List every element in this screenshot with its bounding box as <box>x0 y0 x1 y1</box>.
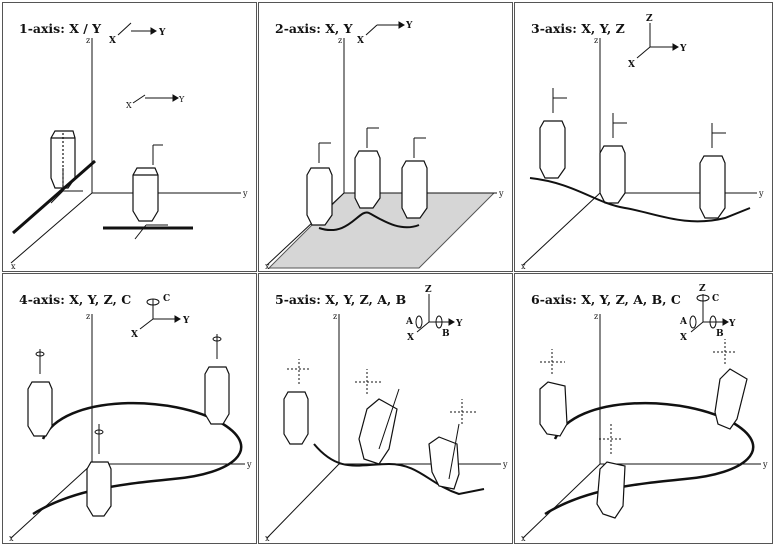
triad-label-x: X <box>628 60 635 70</box>
axis-label-z: z <box>338 36 342 45</box>
panel-4-axis: 4-axis: X, Y, Z, C z y x C Y X <box>2 273 257 544</box>
svg-text:x: x <box>521 534 526 543</box>
panel-1-drawing: z y x X Y X Y <box>10 22 248 271</box>
triad-label-y: Y <box>158 28 166 38</box>
svg-text:z: z <box>333 312 337 321</box>
svg-text:x: x <box>521 262 526 271</box>
panel-title: 6-axis: X, Y, Z, A, B, C <box>531 292 681 307</box>
panel-6-axis: 6-axis: X, Y, Z, A, B, C z y x Z C A B <box>514 273 773 544</box>
triad-label-z: Z <box>699 284 706 294</box>
panel-2-axis: 2-axis: X, Y z y x X Y <box>258 2 513 272</box>
triad-label-b: B <box>442 329 450 339</box>
panel-6-drawing: z y x Z C A B Y X <box>521 284 768 543</box>
triad-label-x: X <box>680 333 687 343</box>
triad-label-b: B <box>716 329 724 339</box>
panel-3-axis: 3-axis: X, Y, Z z y x Z Y X <box>514 2 773 272</box>
triad-label-c: C <box>163 294 170 304</box>
svg-text:z: z <box>594 36 598 45</box>
triad-label-c: C <box>712 294 719 304</box>
svg-text:x: x <box>9 534 14 543</box>
triad-label-z: Z <box>646 14 653 24</box>
triad-label-x: X <box>131 330 138 340</box>
svg-text:x: x <box>265 534 270 543</box>
panel-title: 2-axis: X, Y <box>275 21 353 36</box>
panel-5-drawing: z y x Z A B Y X <box>265 285 508 543</box>
axis-label-z: z <box>86 36 90 45</box>
triad-label-z: Z <box>425 285 432 295</box>
axis-label-x: x <box>265 262 270 271</box>
svg-text:y: y <box>246 460 252 469</box>
panel-1-axis: 1-axis: X / Y z y x X Y <box>2 2 257 272</box>
triad-label-y: Y <box>679 44 687 54</box>
axis-label-x: x <box>11 262 16 271</box>
triad-label-x: X <box>109 36 116 46</box>
triad-label-y: Y <box>405 21 413 31</box>
svg-text:y: y <box>502 460 508 469</box>
svg-text:Y: Y <box>178 95 185 104</box>
panel-title: 5-axis: X, Y, Z, A, B <box>275 292 407 307</box>
panel-5-axis: 5-axis: X, Y, Z, A, B z y x Z A B Y X <box>258 273 513 544</box>
svg-text:z: z <box>86 312 90 321</box>
svg-text:X: X <box>126 101 132 110</box>
panel-4-drawing: z y x C Y X <box>9 294 252 543</box>
svg-text:y: y <box>762 460 768 469</box>
triad-label-x: X <box>357 36 364 46</box>
work-plane <box>267 192 496 269</box>
panel-title: 4-axis: X, Y, Z, C <box>19 292 132 307</box>
panel-title: 1-axis: X / Y <box>19 21 102 36</box>
panel-title: 3-axis: X, Y, Z <box>531 21 625 36</box>
svg-text:z: z <box>594 312 598 321</box>
axis-label-y: y <box>498 189 504 198</box>
triad-label-a: A <box>405 317 414 327</box>
triad-label-x: X <box>407 333 414 343</box>
svg-text:y: y <box>758 189 764 198</box>
triad-label-a: A <box>679 317 688 327</box>
panel-2-drawing: z y x X Y <box>265 21 504 271</box>
triad-label-y: Y <box>728 319 736 329</box>
axis-label-y: y <box>242 189 248 198</box>
panel-3-drawing: z y x Z Y X <box>521 14 764 271</box>
triad-label-y: Y <box>455 319 463 329</box>
triad-label-y: Y <box>182 316 190 326</box>
